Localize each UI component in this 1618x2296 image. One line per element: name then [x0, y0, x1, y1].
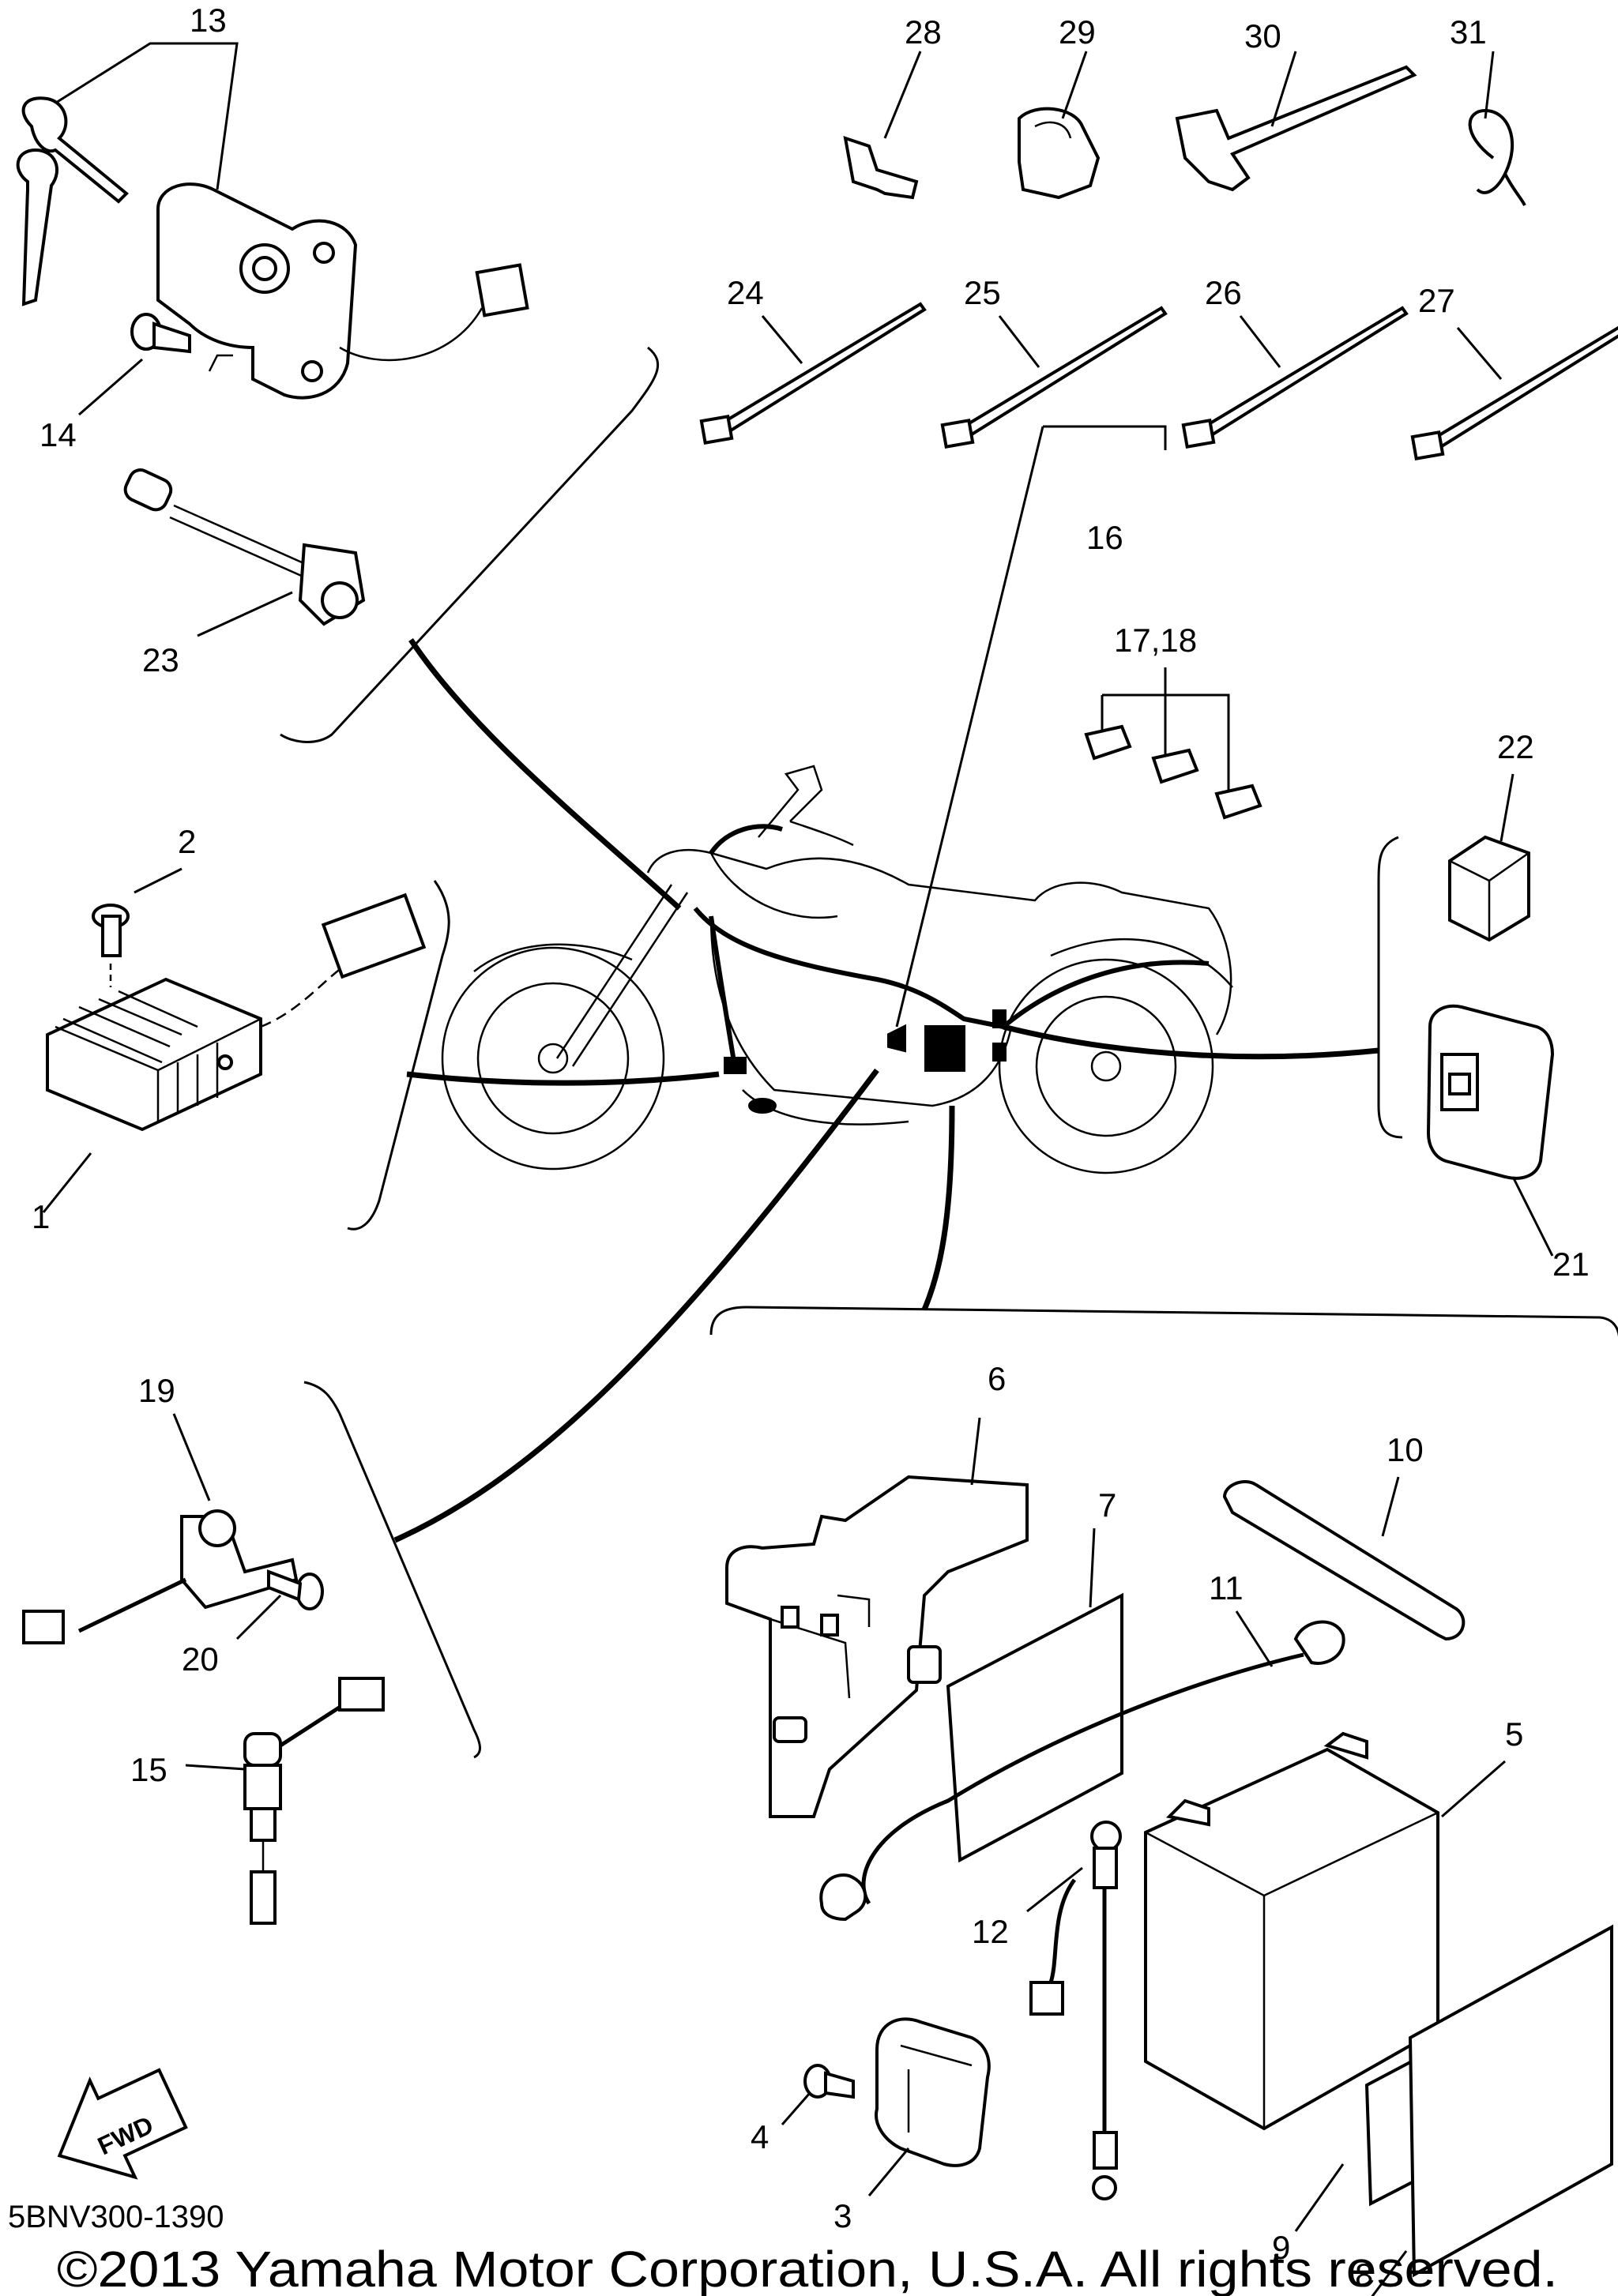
callout-15: 15	[130, 1751, 167, 1788]
part-20-screw	[235, 1569, 324, 1640]
part-13-main-switch	[16, 42, 529, 400]
part-22-relay	[1448, 773, 1530, 942]
callout-5: 5	[1505, 1715, 1523, 1753]
part-30-band	[1175, 51, 1417, 192]
callout-3: 3	[833, 2197, 852, 2234]
fwd-direction-arrow: FWD	[57, 2068, 188, 2180]
part-6-battery-box	[725, 1417, 1029, 1818]
copyright-notice: ©2013 Yamaha Motor Corporation, U.S.A. A…	[57, 2241, 1558, 2296]
part-3-starter-relay	[867, 2017, 991, 2196]
callout-9: 9	[1272, 2229, 1290, 2266]
callout-13: 13	[190, 2, 227, 39]
callout-23: 23	[142, 641, 179, 678]
part-26-cable-tie	[1181, 306, 1409, 449]
callout-28: 28	[905, 13, 942, 51]
callout-12: 12	[972, 1913, 1009, 1950]
callout-7: 7	[1098, 1486, 1116, 1524]
callout-22: 22	[1497, 728, 1534, 765]
callout-27: 27	[1418, 282, 1455, 319]
callout-16: 16	[1086, 519, 1123, 556]
callout-21: 21	[1552, 1246, 1590, 1283]
part-1-rectifier-regulator	[42, 892, 427, 1213]
part-24-cable-tie	[699, 302, 927, 445]
callout-24: 24	[727, 274, 764, 311]
callout-19: 19	[138, 1372, 175, 1409]
part-15-sender	[185, 1677, 385, 1925]
connection-leaders	[393, 638, 1379, 1543]
part-14-screw	[78, 313, 233, 416]
part-10-band	[1222, 1476, 1466, 1641]
callout-4: 4	[751, 2118, 769, 2155]
callout-8: 8	[1355, 2257, 1373, 2294]
part-8-pad	[1371, 1924, 1613, 2296]
diagram-code: 5BNV300-1390	[8, 2200, 224, 2234]
part-4-bolt	[781, 2064, 855, 2125]
part-28-clamp	[843, 51, 922, 200]
callout-25: 25	[964, 274, 1001, 311]
part-2-bolt	[92, 867, 182, 987]
callout-6: 6	[988, 1360, 1006, 1397]
part-7-pad	[946, 1528, 1123, 1863]
callout-10: 10	[1387, 1431, 1424, 1468]
callout-26: 26	[1205, 274, 1242, 311]
callout-30: 30	[1244, 17, 1281, 54]
part-25-cable-tie	[940, 306, 1168, 449]
callout-1: 1	[32, 1198, 50, 1235]
part-31-band	[1468, 51, 1526, 206]
part-27-cable-tie	[1410, 325, 1618, 461]
callout-29: 29	[1059, 13, 1096, 51]
part-11-lead	[819, 1610, 1345, 1922]
part-29-clamp	[1018, 51, 1101, 200]
callout-11: 11	[1209, 1569, 1244, 1606]
part-5-battery	[1144, 1731, 1506, 2131]
motorcycle-outline	[441, 765, 1233, 1174]
part-23-sensor	[123, 468, 366, 637]
part-19-switch	[22, 1413, 299, 1644]
part-16-fuse-group	[895, 425, 1262, 1028]
callout-20: 20	[182, 1640, 219, 1678]
callout-14: 14	[40, 416, 77, 453]
callout-17-18: 17,18	[1114, 622, 1197, 659]
part-21-relay	[1426, 1004, 1555, 1257]
callout-labels: 1 2 3 4 5 6 7 8 9 10 11 12 13 14 15 16 1…	[32, 2, 1590, 2294]
part-12-lead	[1026, 1821, 1122, 2200]
callout-2: 2	[178, 823, 196, 860]
callout-31: 31	[1450, 13, 1487, 51]
